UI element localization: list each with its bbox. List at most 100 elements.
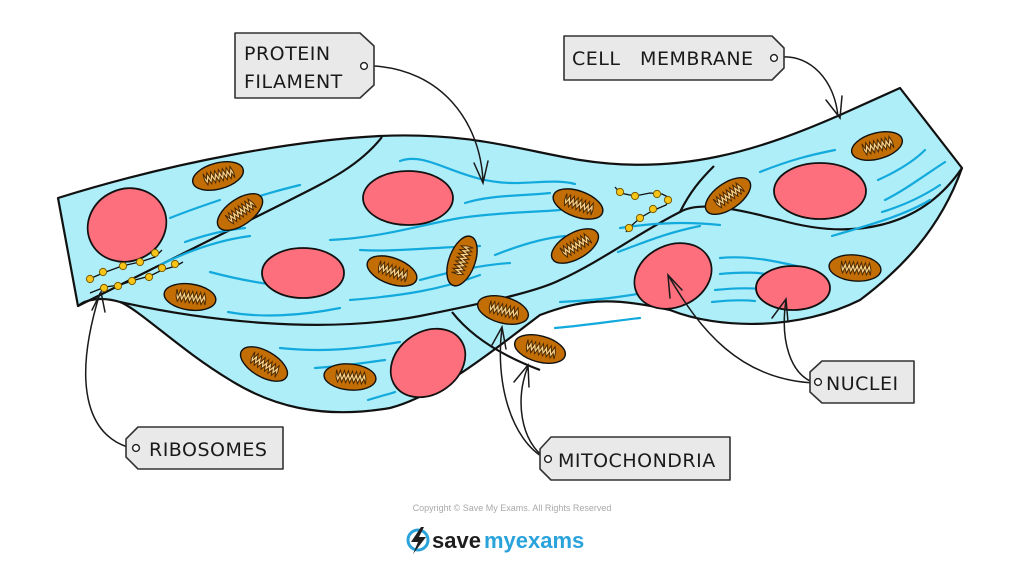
cristae: [861, 135, 895, 157]
cristae: [249, 351, 280, 378]
mitochondrion: [191, 161, 245, 191]
filament: [883, 160, 947, 202]
ribosomes: [85, 186, 673, 294]
ribosome: [144, 272, 154, 282]
ribosome: [652, 189, 662, 199]
mitochondrion: [239, 346, 289, 382]
mitochondria: [163, 131, 904, 391]
tag-shape: [234, 32, 375, 99]
copyright-text: Copyright © Save My Exams. All Rights Re…: [413, 503, 612, 513]
cristae: [488, 300, 519, 321]
filament: [183, 226, 247, 244]
tag-hole: [131, 443, 141, 453]
arrowhead: [667, 272, 683, 299]
tag-hole: [359, 61, 369, 71]
tag-hole: [543, 454, 553, 464]
cristae: [377, 260, 408, 283]
cristae: [525, 339, 556, 360]
filament: [463, 191, 552, 205]
mitochondrion: [446, 235, 478, 287]
brand-part-save: save: [432, 528, 481, 553]
ribosome: [99, 283, 109, 293]
ribosome: [113, 281, 123, 291]
filament: [758, 148, 837, 174]
filament: [158, 234, 252, 267]
filament: [710, 299, 757, 304]
filament: [880, 183, 942, 214]
ribosome: [135, 257, 145, 267]
cristae: [451, 245, 474, 276]
label-text: MITOCHONDRIA: [558, 450, 716, 472]
footer: Copyright © Save My Exams. All Rights Re…: [406, 503, 612, 554]
mitochondrion: [163, 282, 217, 312]
label-ribosomes: RIBOSOMES: [125, 426, 284, 470]
mitochondrion: [552, 188, 604, 220]
label-text: CELL MEMBRANE: [572, 48, 754, 70]
label-nuclei: NUCLEI: [809, 360, 915, 404]
ribosome: [170, 259, 180, 269]
label-text: NUCLEI: [826, 373, 899, 395]
nuclei: [86, 162, 867, 399]
pointer-line: [520, 365, 547, 460]
filament: [830, 198, 932, 238]
mitochondrion: [850, 131, 904, 161]
ribosome: [157, 263, 167, 273]
filament: [168, 198, 222, 220]
mitochondrion: [476, 295, 530, 325]
nucleus: [362, 170, 454, 226]
ribosome: [663, 195, 673, 205]
filament: [226, 306, 342, 317]
tag-shape: [563, 35, 785, 81]
cristae: [840, 259, 872, 277]
filament: [493, 234, 567, 257]
cristae: [202, 165, 236, 187]
lightning-bolt-icon: [406, 527, 430, 554]
label-mitochondria: MITOCHONDRIA: [539, 436, 731, 481]
ribosome: [150, 248, 160, 258]
mitochondrion: [550, 228, 600, 264]
pointer-line: [84, 292, 136, 450]
mitochondrion: [828, 254, 882, 282]
pointer-line: [373, 65, 484, 182]
filament: [616, 224, 702, 254]
ribosome: [615, 187, 625, 197]
cristae: [563, 193, 594, 216]
mitochondrion: [513, 334, 567, 364]
arrowhead: [491, 324, 507, 350]
arrowhead: [513, 363, 530, 388]
brand-part-myexams: myexams: [484, 528, 584, 553]
arrowhead: [771, 296, 789, 323]
cristae: [335, 368, 367, 386]
filament: [366, 390, 397, 402]
cell-boundary: [77, 136, 383, 307]
cristae: [559, 232, 593, 259]
filament: [876, 148, 927, 182]
label-text: FILAMENT: [244, 71, 343, 93]
cristae: [712, 181, 745, 209]
nucleus: [389, 327, 467, 399]
ribosome: [635, 213, 645, 223]
arrowhead: [473, 160, 489, 186]
filament: [278, 340, 402, 352]
nucleus: [261, 247, 345, 299]
cristae: [175, 288, 207, 306]
filament: [398, 157, 577, 186]
tag-hole: [813, 377, 823, 387]
ribosome: [648, 204, 658, 214]
cell-boundary: [679, 165, 715, 213]
ribosome: [630, 191, 640, 201]
label-protein-filament: PROTEIN FILAMENT: [234, 32, 375, 99]
label-text: RIBOSOMES: [149, 439, 267, 461]
pointer-line: [667, 274, 816, 384]
ribosome: [127, 276, 137, 286]
tag-shape: [809, 360, 915, 404]
pointer-line: [781, 56, 839, 118]
label-cell-membrane: CELL MEMBRANE: [563, 35, 785, 81]
mitochondrion: [366, 255, 418, 287]
mitochondrion: [323, 363, 377, 391]
mitochondrion: [216, 192, 264, 232]
filament: [328, 208, 562, 242]
